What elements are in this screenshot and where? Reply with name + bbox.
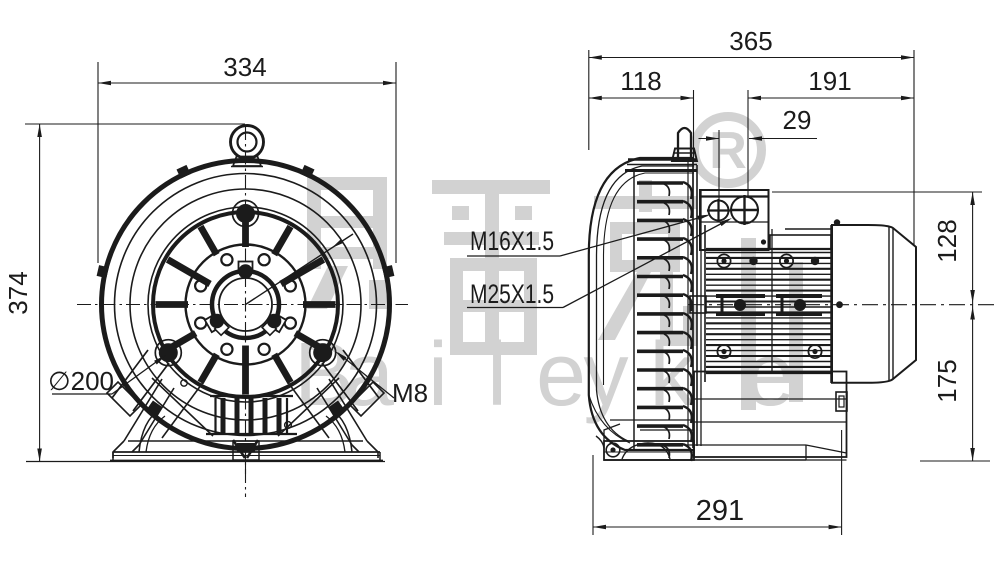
svg-text:191: 191	[808, 66, 851, 96]
svg-text:334: 334	[223, 52, 266, 82]
svg-text:374: 374	[3, 271, 33, 314]
svg-text:365: 365	[729, 26, 772, 56]
svg-text:128: 128	[932, 219, 962, 262]
svg-text:e: e	[536, 325, 586, 425]
svg-text:M25X1.5: M25X1.5	[470, 279, 554, 309]
svg-text:l: l	[487, 325, 507, 425]
svg-text:R: R	[709, 122, 747, 180]
svg-text:e: e	[745, 325, 795, 425]
svg-text:M16X1.5: M16X1.5	[470, 226, 554, 256]
svg-text:i: i	[428, 325, 448, 425]
svg-text:M8: M8	[392, 378, 428, 408]
svg-text:118: 118	[620, 66, 661, 96]
svg-text:29: 29	[783, 105, 812, 135]
svg-text:∅200: ∅200	[48, 366, 114, 396]
svg-text:175: 175	[932, 359, 962, 402]
svg-text:291: 291	[696, 495, 744, 527]
